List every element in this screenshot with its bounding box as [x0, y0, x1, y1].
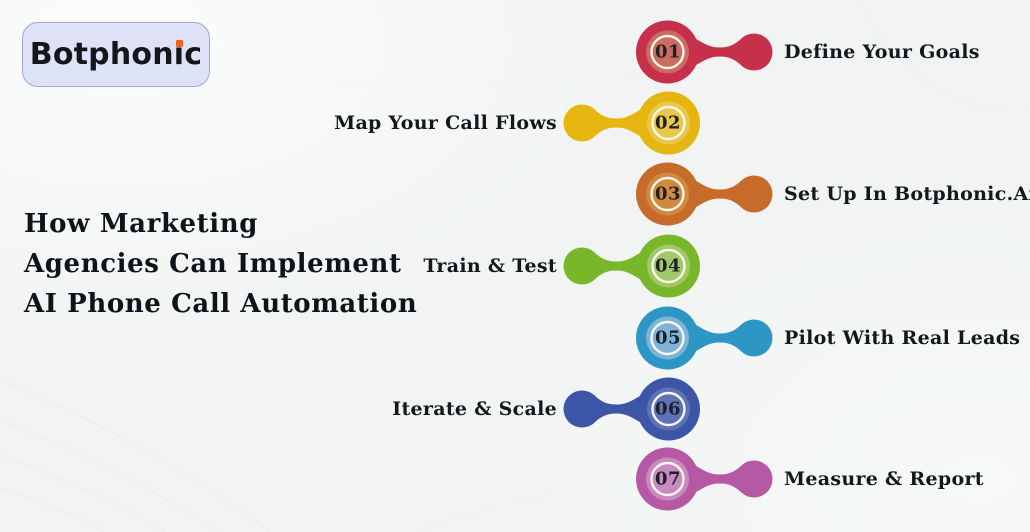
step-row-5: 05 Pilot With Real Leads — [0, 303, 1030, 373]
step-number: 07 — [654, 468, 682, 490]
dumbbell-shape-icon — [636, 20, 773, 84]
step-label: Pilot With Real Leads — [784, 327, 1021, 349]
step-number: 01 — [654, 41, 682, 63]
step-label: Define Your Goals — [784, 41, 980, 63]
step-badge — [562, 88, 702, 158]
title-line-1: How Marketing — [24, 209, 258, 239]
step-row-1: 01 Define Your Goals — [0, 17, 1030, 87]
dumbbell-shape-icon — [636, 162, 773, 226]
step-number: 04 — [654, 255, 682, 277]
step-badge — [634, 303, 774, 373]
logo-text-part3: c — [184, 37, 203, 72]
logo-text-i: i — [173, 37, 185, 72]
step-badge — [562, 374, 702, 444]
step-row-2: 02 Map Your Call Flows — [0, 88, 1030, 158]
step-badge — [634, 444, 774, 514]
step-label: Measure & Report — [784, 468, 984, 490]
dumbbell-shape-icon — [563, 377, 700, 441]
step-label: Set Up In Botphonic.Ai — [784, 183, 1030, 205]
step-number: 05 — [654, 327, 682, 349]
step-number: 03 — [654, 183, 682, 205]
step-label: Iterate & Scale — [392, 398, 557, 420]
step-badge — [562, 231, 702, 301]
title-line-2: Agencies Can Implement — [24, 249, 402, 279]
dumbbell-shape-icon — [636, 447, 773, 511]
page-title: How Marketing Agencies Can Implement AI … — [24, 204, 417, 324]
step-number: 02 — [654, 112, 682, 134]
step-label: Map Your Call Flows — [334, 112, 557, 134]
dumbbell-shape-icon — [563, 234, 700, 298]
dumbbell-shape-icon — [563, 91, 700, 155]
step-row-3: 03 Set Up In Botphonic.Ai — [0, 159, 1030, 229]
step-badge — [634, 159, 774, 229]
step-number: 06 — [654, 398, 682, 420]
step-row-7: 07 Measure & Report — [0, 444, 1030, 514]
step-row-6: 06 Iterate & Scale — [0, 374, 1030, 444]
step-row-4: 04 Train & Test — [0, 231, 1030, 301]
step-badge — [634, 17, 774, 87]
step-label: Train & Test — [423, 255, 557, 277]
title-line-3: AI Phone Call Automation — [24, 289, 418, 319]
dumbbell-shape-icon — [636, 306, 773, 370]
logo-text-part1: Botphon — [29, 37, 174, 72]
